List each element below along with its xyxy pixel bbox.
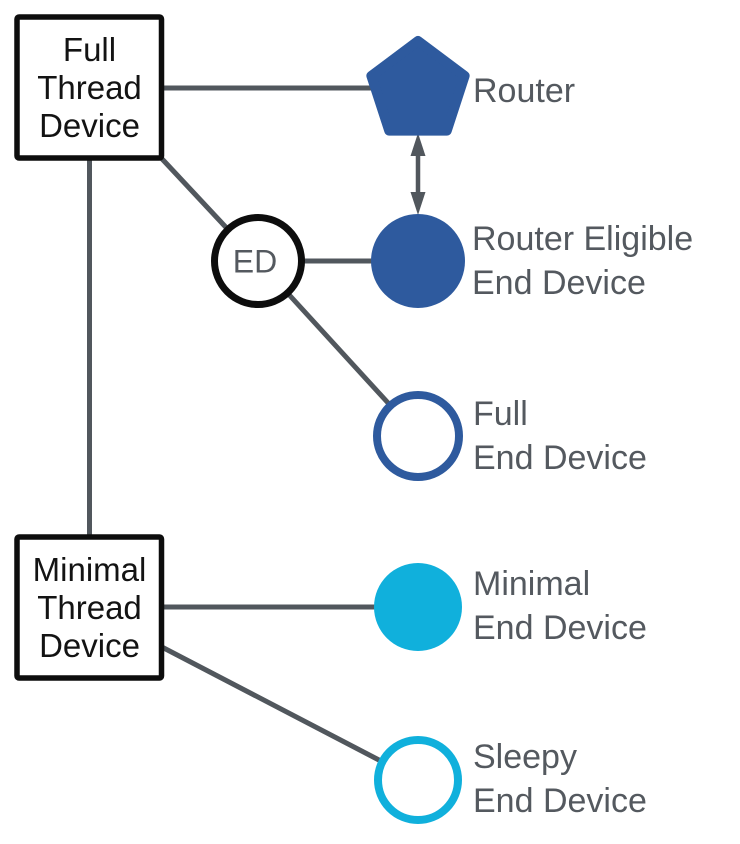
minimal-end-device-label-line1: Minimal <box>473 565 590 603</box>
node-sleepy-end-device: Sleepy End Device <box>374 736 647 824</box>
ed-badge-label: ED <box>233 244 277 280</box>
connector-ed-to-fed <box>280 285 402 418</box>
minimal-thread-device-label-line1: Minimal <box>33 551 147 588</box>
connector-mtd-to-sed <box>156 642 402 774</box>
router-label: Router <box>473 72 575 110</box>
connector-ftd-to-ed <box>148 144 237 239</box>
ed-badge-circle <box>211 214 305 308</box>
full-thread-device-box <box>14 14 165 161</box>
arrowhead-down-icon <box>410 192 426 215</box>
minimal-thread-device-box <box>14 534 165 681</box>
node-router: Router <box>366 36 575 136</box>
connector-lines <box>87 85 402 774</box>
node-minimal-end-device: Minimal End Device <box>374 563 647 651</box>
router-pentagon-icon <box>366 36 470 136</box>
full-end-device-circle <box>373 391 463 481</box>
minimal-end-device-label-line2: End Device <box>473 609 647 647</box>
node-minimal-thread-device: Minimal Thread Device <box>14 534 165 681</box>
arrowhead-up-icon <box>410 133 426 156</box>
full-thread-device-label-line1: Full <box>63 31 116 68</box>
router-eligible-end-device-label-line1: Router Eligible <box>472 220 693 258</box>
node-end-device-badge: ED <box>211 214 305 308</box>
node-full-end-device: Full End Device <box>373 391 647 481</box>
router-eligible-end-device-circle <box>371 214 465 308</box>
full-thread-device-label-line2: Thread <box>37 69 142 106</box>
node-full-thread-device: Full Thread Device <box>14 14 165 161</box>
sleepy-end-device-circle <box>374 736 462 824</box>
full-end-device-label-line2: End Device <box>473 439 647 477</box>
full-end-device-label-line1: Full <box>473 395 528 433</box>
minimal-end-device-circle <box>374 563 462 651</box>
router-eligible-end-device-label-line2: End Device <box>472 264 646 302</box>
minimal-thread-device-label-line2: Thread <box>37 589 142 626</box>
node-router-eligible-end-device: Router Eligible End Device <box>371 214 693 308</box>
minimal-thread-device-label-line3: Device <box>39 627 140 664</box>
bidirectional-arrow <box>410 133 426 215</box>
full-thread-device-label-line3: Device <box>39 107 140 144</box>
sleepy-end-device-label-line1: Sleepy <box>473 738 577 776</box>
sleepy-end-device-label-line2: End Device <box>473 782 647 820</box>
